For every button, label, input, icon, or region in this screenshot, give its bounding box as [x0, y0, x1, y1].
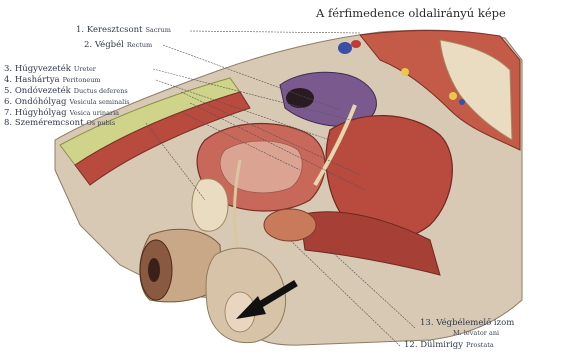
label-levator-ani: 13. Végbélemelő izom M. levator ani — [420, 318, 514, 338]
vessel-red — [351, 40, 361, 48]
vessel-blue-2 — [459, 99, 465, 105]
nerve-yellow-1 — [401, 68, 409, 76]
bladder-inner — [220, 141, 302, 193]
pubic-bone — [192, 179, 228, 232]
diagram-title: A férfimedence oldalirányú képe — [316, 6, 506, 20]
nerve-yellow-2 — [449, 92, 457, 100]
vessel-blue — [338, 42, 352, 54]
urethra-opening — [148, 258, 160, 282]
prostate — [264, 209, 316, 241]
rectum-lumen — [286, 88, 314, 108]
